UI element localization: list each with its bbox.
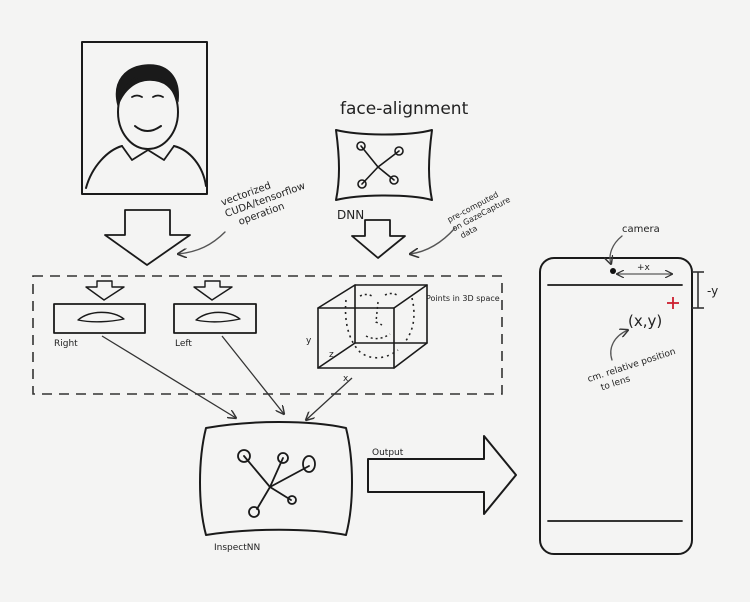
arrow-left-eye-to-nn xyxy=(221,335,284,414)
landmark-cube xyxy=(317,284,428,369)
small-arrow-left-eye xyxy=(193,280,233,301)
camera-arrow xyxy=(610,235,623,264)
axis-x-label: x xyxy=(343,374,349,384)
dnn-box xyxy=(335,129,433,201)
inspect-nn-box xyxy=(199,421,353,536)
gaze-point-marker xyxy=(667,297,679,309)
cm-note: cm. relative position to lens xyxy=(586,347,676,393)
axis-z-label: z xyxy=(329,350,334,360)
right-eye-crop xyxy=(53,303,146,334)
down-arrow-right xyxy=(351,219,406,259)
arrow-points-to-nn xyxy=(306,377,353,420)
plus-x-label: +x xyxy=(637,263,651,273)
cm-note-arrow xyxy=(610,330,628,361)
face-photo xyxy=(81,41,208,195)
camera-lens xyxy=(610,268,616,274)
precomputed-note-arrow xyxy=(410,227,456,254)
right-eye-label: Right xyxy=(54,339,78,349)
points-3d-label: Points in 3D space xyxy=(426,294,500,303)
camera-label: camera xyxy=(622,224,660,235)
output-label: Output xyxy=(372,448,404,458)
left-eye-label: Left xyxy=(175,339,192,349)
axis-y-label: y xyxy=(306,336,312,346)
small-arrow-right-eye xyxy=(85,280,125,301)
minus-y-label: -y xyxy=(707,284,718,298)
vectorized-note: vectorized CUDA/tensorflow operation xyxy=(220,180,307,227)
precomputed-note: pre-computed on GazeCapture data xyxy=(446,190,512,240)
xy-label: (x,y) xyxy=(628,312,662,330)
down-arrow-left xyxy=(104,209,191,266)
face-alignment-title: face-alignment xyxy=(340,99,469,119)
arrow-right-eye-to-nn xyxy=(101,335,236,418)
inspect-nn-label: InspectNN xyxy=(214,543,260,553)
dnn-label: DNN xyxy=(337,208,364,222)
left-eye-crop xyxy=(173,303,257,334)
output-arrow xyxy=(367,435,517,515)
phone-outline xyxy=(539,257,693,555)
vectorized-note-arrow xyxy=(178,231,226,254)
svg-text:cm. relative position: cm. relative position xyxy=(586,347,676,385)
